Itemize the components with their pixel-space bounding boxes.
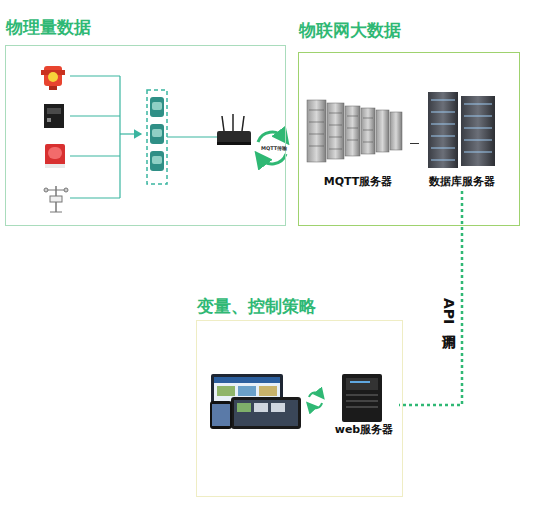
group-heading: 物联网大数据: [299, 20, 401, 40]
node-label: web服务器: [329, 423, 399, 437]
icon-caption: MQTT传输: [261, 145, 287, 151]
server-rack-row: [307, 100, 402, 162]
group-box: 变量、控制策略web服务器: [196, 320, 403, 497]
web-server-tower: [342, 374, 382, 422]
group-box: 物理量数据: [5, 45, 286, 226]
database-rack: [428, 92, 495, 168]
bus-wiring: [70, 76, 141, 198]
uplink-wire: [167, 136, 217, 137]
alarm-light: [45, 144, 65, 168]
refresh-icon: [309, 392, 322, 408]
node-label: 数据库服务器: [419, 175, 505, 189]
module-group: [147, 90, 167, 184]
io-modules: [150, 97, 164, 171]
group-box: 物联网大数据MQTT服务器数据库服务器: [298, 52, 520, 226]
server-node: MQTT服务器: [306, 96, 410, 191]
weather-station: [44, 186, 68, 212]
group-heading: 变量、控制策略: [197, 296, 316, 316]
connector: [410, 143, 419, 144]
server-node: web服务器: [329, 371, 399, 439]
server-node: 数据库服务器: [419, 87, 505, 191]
router: [217, 114, 251, 145]
node-label: MQTT服务器: [306, 175, 410, 189]
group-heading: 物理量数据: [6, 17, 91, 37]
edge-label: API调用: [441, 298, 457, 324]
gas-detector: [41, 66, 65, 90]
control-box: [44, 104, 64, 128]
connector: [399, 191, 462, 405]
screens: [210, 374, 301, 429]
